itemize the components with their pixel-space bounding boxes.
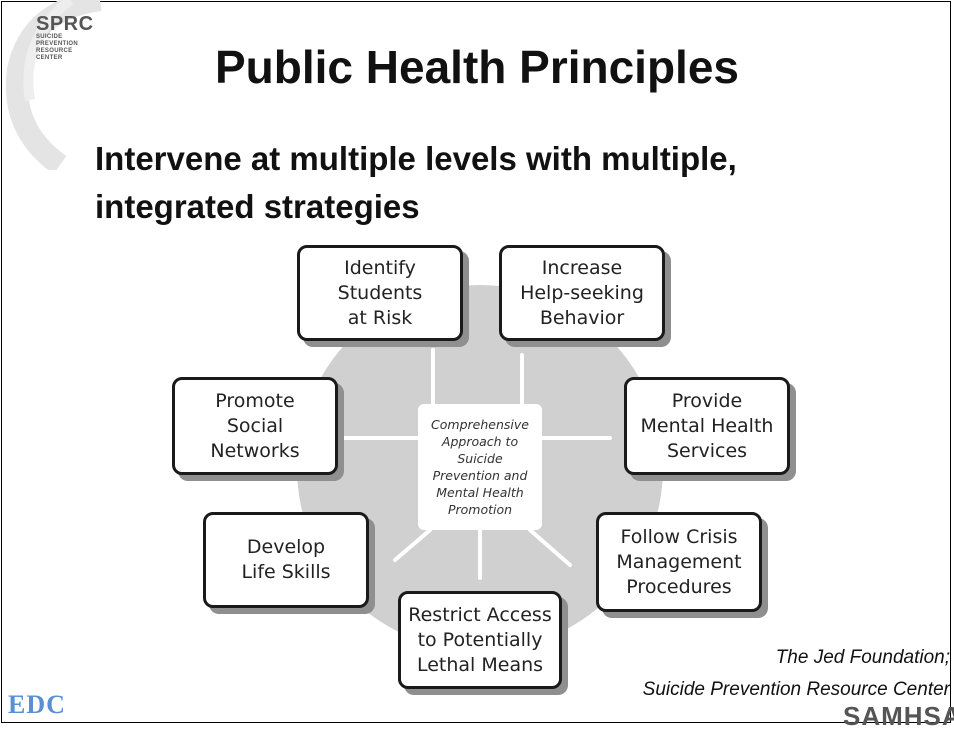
node-line: Restrict Access [408, 603, 552, 626]
node-line: Management [616, 550, 742, 573]
sprc-logo: SPRC SUICIDE PREVENTION RESOURCE CENTER [36, 14, 106, 62]
center-concept: Comprehensive Approach to Suicide Preven… [418, 404, 542, 530]
node-line: Social [226, 414, 284, 437]
citation-line-2: Suicide Prevention Resource Center [642, 679, 950, 700]
node-help-seeking: Increase Help-seeking Behavior [499, 245, 665, 341]
sprc-logo-line: RESOURCE [36, 48, 73, 54]
center-line: Suicide [457, 451, 503, 466]
sprc-logo-line: CENTER [36, 55, 63, 61]
node-line: Increase [541, 256, 623, 279]
node-line: Identify [344, 256, 416, 279]
slide-title: Public Health Principles [214, 41, 740, 93]
center-line: Comprehensive [431, 417, 529, 432]
node-life-skills: Develop Life Skills [203, 512, 369, 608]
node-restrict-access: Restrict Access to Potentially Lethal Me… [398, 591, 562, 689]
swirl-decoration [6, 0, 102, 170]
node-line: Provide [671, 389, 743, 412]
node-crisis-management: Follow Crisis Management Procedures [596, 512, 762, 612]
node-line: Services [666, 439, 748, 462]
center-line: Promotion [447, 502, 513, 517]
center-line: Approach to [441, 434, 519, 449]
node-line: Lethal Means [416, 653, 544, 676]
node-line: Procedures [626, 575, 732, 598]
node-line: Networks [210, 439, 300, 462]
connector-line [528, 528, 572, 567]
node-line: Mental Health [640, 414, 774, 437]
node-line: Follow Crisis [620, 525, 738, 548]
node-line: to Potentially [417, 628, 543, 651]
center-line: Prevention and [432, 468, 528, 483]
node-mental-health-services: Provide Mental Health Services [624, 377, 790, 475]
slide-subtitle: Intervene at multiple levels with multip… [95, 140, 737, 225]
node-line: Promote [215, 389, 295, 412]
node-line: Develop [246, 536, 326, 558]
connector-line [393, 528, 432, 562]
node-line: Behavior [539, 306, 625, 329]
node-identify-students: Identify Students at Risk [297, 245, 463, 341]
samhsa-logo: SAMHSA [843, 701, 954, 731]
node-line: Students [337, 281, 423, 304]
node-social-networks: Promote Social Networks [172, 377, 338, 475]
sprc-logo-line: PREVENTION [36, 41, 79, 47]
edc-logo: EDC [8, 690, 66, 719]
citation-line-1: The Jed Foundation; [775, 647, 950, 668]
node-line: Help-seeking [520, 281, 644, 304]
center-line: Mental Health [436, 485, 524, 500]
node-line: at Risk [347, 306, 413, 329]
sprc-logo-line: SUICIDE [36, 34, 63, 40]
node-line: Life Skills [241, 561, 331, 583]
sprc-logo-name: SPRC [36, 13, 94, 35]
